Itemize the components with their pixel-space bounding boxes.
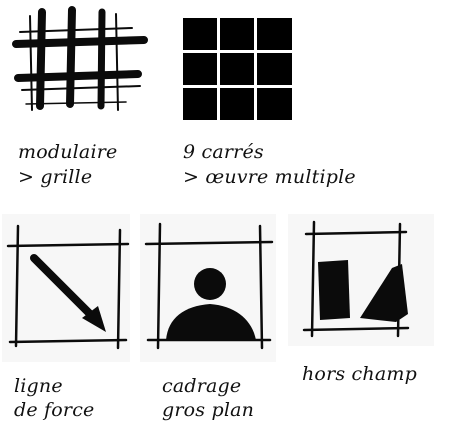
caption-ligne-de-force-line2: de force (14, 398, 95, 422)
diagonal-arrow-frame-icon (2, 222, 130, 352)
nine-squares-icon (183, 18, 293, 120)
caption-ligne-de-force-line1: ligne (14, 374, 63, 398)
caption-cadrage-line2: gros plan (162, 398, 254, 422)
caption-neuf-carres-line1: 9 carrés (183, 140, 264, 164)
grid-sketch-icon (6, 6, 151, 116)
closeup-figure-frame-icon (140, 222, 276, 352)
caption-modulaire-line2: > grille (18, 165, 92, 189)
caption-cadrage-line1: cadrage (162, 374, 241, 398)
caption-neuf-carres-line2: > œuvre multiple (183, 165, 356, 189)
caption-hors-champ: hors champ (302, 362, 417, 386)
offframe-shapes-icon (296, 218, 442, 338)
caption-modulaire-line1: modulaire (18, 140, 117, 164)
